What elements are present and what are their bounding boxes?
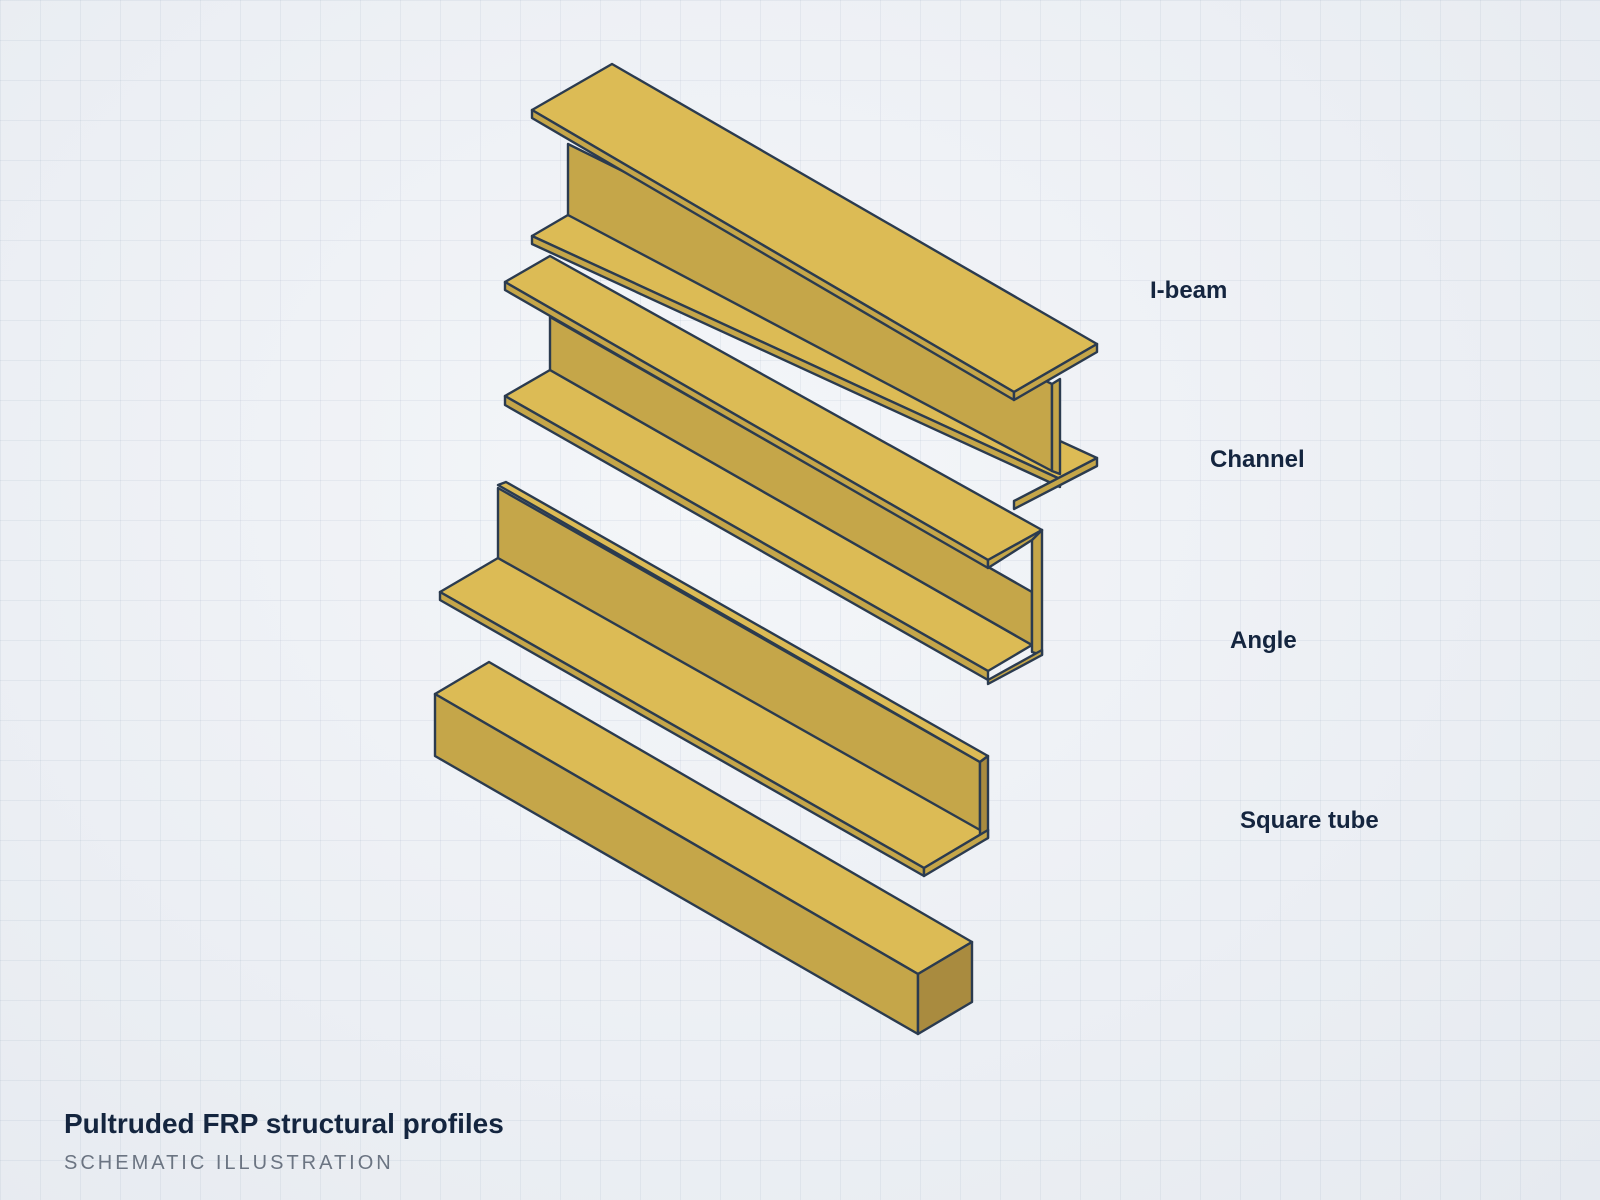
figure-title: Pultruded FRP structural profiles — [64, 1108, 504, 1139]
i-beam-end-bottom-flange — [1012, 456, 1099, 511]
square-tube-end — [916, 940, 974, 1036]
figure-subtitle: SCHEMATIC ILLUSTRATION — [64, 1152, 394, 1174]
i-beam-end-web — [1050, 377, 1062, 476]
channel-end-bottom — [986, 648, 1044, 686]
channel-end-web — [1030, 528, 1044, 657]
channel-profile — [503, 254, 1044, 686]
label-square-tube: Square tube — [1240, 807, 1379, 834]
label-angle: Angle — [1230, 627, 1297, 654]
label-channel: Channel — [1210, 446, 1305, 473]
i-beam-profile — [530, 62, 1099, 511]
angle-end-horizontal — [922, 828, 990, 878]
channel-top-flange-end — [986, 528, 1044, 570]
i-beam-top-flange-end — [1012, 342, 1099, 402]
angle-end-vertical — [978, 754, 990, 844]
i-beam-bottom-flange-edge — [530, 234, 1062, 489]
angle-profile — [438, 480, 990, 878]
square-tube-profile — [433, 660, 974, 1036]
label-i-beam: I-beam — [1150, 277, 1228, 304]
